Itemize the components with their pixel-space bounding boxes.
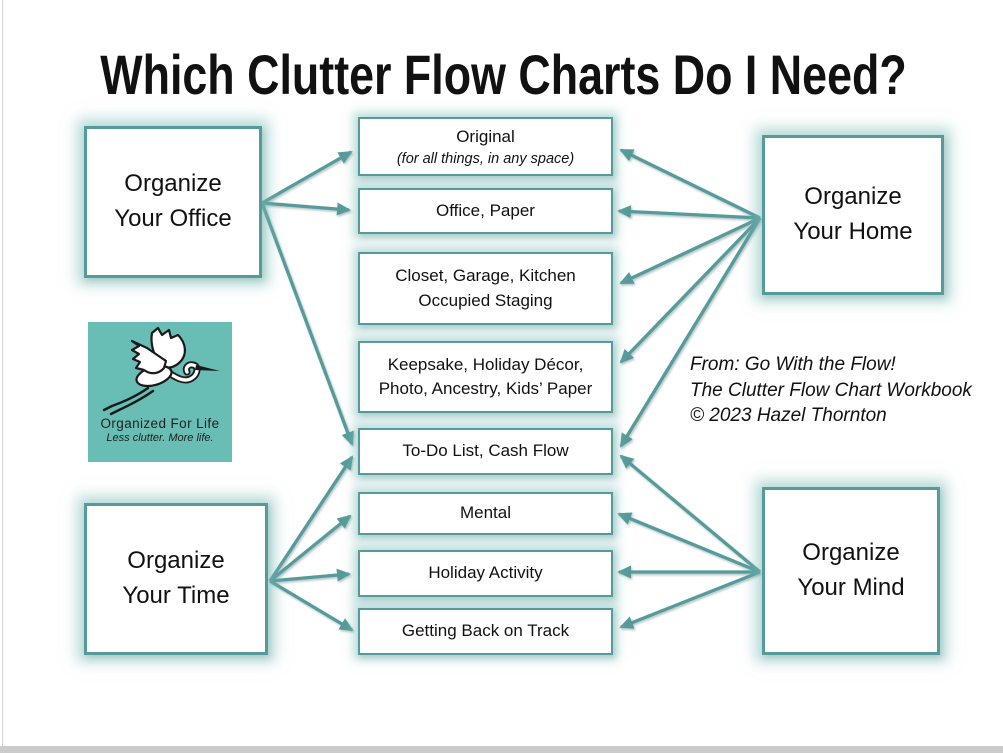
source-box-label-line: Your Office <box>114 205 232 232</box>
chart-box-label: Holiday Activity <box>428 563 543 583</box>
arrow-mind-to-mental <box>617 512 761 574</box>
source-box-label-line: Your Home <box>793 218 913 245</box>
chart-box-label: Original <box>456 127 515 147</box>
arrow-office-to-todo <box>260 202 354 446</box>
left-border-line <box>2 0 3 746</box>
chart-box-holiday-activity: Holiday Activity <box>358 550 613 597</box>
attribution-line: The Clutter Flow Chart Workbook <box>690 379 972 401</box>
source-box-organize-your-home: Organize Your Home <box>762 135 944 295</box>
chart-box-label: Getting Back on Track <box>401 621 570 641</box>
source-box-organize-your-mind: Organize Your Mind <box>762 487 940 655</box>
source-box-label-line: Your Mind <box>797 574 905 601</box>
arrow-home-to-closet <box>619 216 761 285</box>
arrow-time-to-todo <box>268 455 354 582</box>
arrow-mind-to-todo <box>619 454 762 574</box>
arrow-office-to-office-paper <box>261 201 351 216</box>
attribution-line: © 2023 Hazel Thornton <box>690 405 887 427</box>
chart-box-getting-back-on-track: Getting Back on Track <box>358 608 613 655</box>
chart-box-todo-list-cash-flow: To-Do List, Cash Flow <box>358 428 613 475</box>
chart-box-label: Office, Paper <box>436 200 535 220</box>
arrow-home-to-original <box>619 148 761 220</box>
page-title: Which Clutter Flow Charts Do I Need? <box>100 43 907 106</box>
source-box-label-line: Organize <box>802 539 900 567</box>
attribution-line: From: Go With the Flow! <box>690 354 896 375</box>
chart-box-original: Original (for all things, in any space) <box>358 117 613 176</box>
arrow-home-to-office-paper <box>617 205 761 220</box>
source-box-label-line: Organize <box>127 547 225 575</box>
arrow-time-to-mental <box>268 514 352 583</box>
source-box-organize-your-office: Organize Your Office <box>84 126 262 278</box>
bottom-border-strip <box>0 746 1003 753</box>
source-box-organize-your-time: Organize Your Time <box>84 503 268 655</box>
source-box-label-line: Organize <box>804 183 902 211</box>
arrow-time-to-getting-back <box>269 579 354 632</box>
egret-icon <box>102 326 220 416</box>
chart-box-label: Occupied Staging <box>418 290 553 310</box>
source-box-label-line: Your Time <box>122 582 230 609</box>
arrow-office-to-original <box>261 150 353 205</box>
brand-name: Organized For Life <box>100 416 220 431</box>
chart-box-label: Keepsake, Holiday Décor, <box>387 354 584 374</box>
chart-box-label: Mental <box>459 503 512 523</box>
chart-box-keepsake-holiday-decor: Keepsake, Holiday Décor, Photo, Ancestry… <box>358 341 613 413</box>
chart-box-label: Closet, Garage, Kitchen <box>395 266 576 286</box>
chart-box-subtitle: (for all things, in any space) <box>396 150 575 167</box>
attribution-text: From: Go With the Flow! The Clutter Flow… <box>690 352 972 429</box>
arrow-mind-to-getting-back <box>619 570 761 629</box>
arrow-time-to-holiday-activity <box>269 568 351 583</box>
arrow-home-to-keepsake <box>619 216 762 364</box>
chart-box-mental: Mental <box>358 492 613 535</box>
source-box-label-line: Organize <box>124 170 222 198</box>
chart-box-label: To-Do List, Cash Flow <box>402 441 569 461</box>
brand-logo: Organized For Life Less clutter. More li… <box>88 322 232 462</box>
chart-box-label: Photo, Ancestry, Kids’ Paper <box>378 379 593 398</box>
brand-tagline: Less clutter. More life. <box>106 432 214 444</box>
title-bar: Which Clutter Flow Charts Do I Need? <box>0 42 1003 107</box>
chart-box-closet-garage-kitchen: Closet, Garage, Kitchen Occupied Staging <box>358 252 613 325</box>
chart-box-office-paper: Office, Paper <box>358 188 613 234</box>
